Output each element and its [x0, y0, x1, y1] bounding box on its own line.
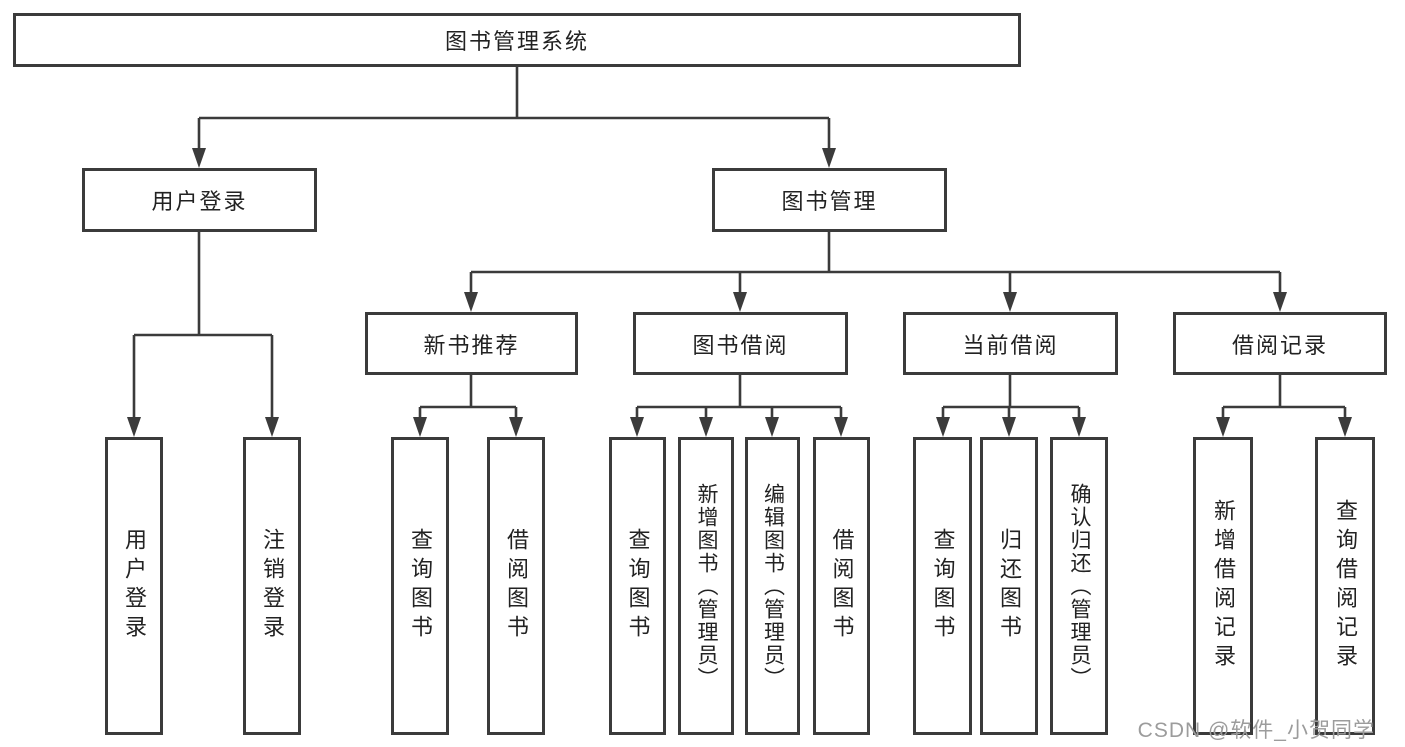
arrow-down-icon — [699, 417, 713, 437]
node-new-book-recommend: 新书推荐 — [365, 312, 578, 375]
leaf-logout: 注销登录 — [243, 437, 301, 735]
arrow-down-icon — [834, 417, 848, 437]
arrow-down-icon — [413, 417, 427, 437]
arrowhead-group — [127, 148, 1352, 437]
leaf-current-query-books: 查询图书 — [913, 437, 972, 735]
node-book-management-branch: 图书管理 — [712, 168, 947, 232]
leaf-edit-books-admin: 编辑图书（管理员） — [745, 437, 800, 735]
leaf-query-borrow-record: 查询借阅记录 — [1315, 437, 1375, 735]
arrow-down-icon — [464, 292, 478, 312]
arrow-down-icon — [1002, 417, 1016, 437]
arrow-down-icon — [1003, 292, 1017, 312]
arrow-down-icon — [733, 292, 747, 312]
connector-paths — [132, 67, 1347, 419]
arrow-down-icon — [1273, 292, 1287, 312]
node-current-borrow: 当前借阅 — [903, 312, 1118, 375]
leaf-recommend-query-books: 查询图书 — [391, 437, 449, 735]
arrow-down-icon — [509, 417, 523, 437]
arrow-down-icon — [1072, 417, 1086, 437]
leaf-recommend-borrow-books: 借阅图书 — [487, 437, 545, 735]
node-user-login-branch: 用户登录 — [82, 168, 317, 232]
leaf-return-books: 归还图书 — [980, 437, 1038, 735]
leaf-borrow-query-books: 查询图书 — [609, 437, 666, 735]
arrow-down-icon — [765, 417, 779, 437]
arrow-down-icon — [630, 417, 644, 437]
arrow-down-icon — [1338, 417, 1352, 437]
arrow-down-icon — [127, 417, 141, 437]
leaf-user-login: 用户登录 — [105, 437, 163, 735]
leaf-borrow-books: 借阅图书 — [813, 437, 870, 735]
leaf-confirm-return-admin: 确认归还（管理员） — [1050, 437, 1108, 735]
node-book-borrow: 图书借阅 — [633, 312, 848, 375]
arrow-down-icon — [936, 417, 950, 437]
arrow-down-icon — [1216, 417, 1230, 437]
node-library-system: 图书管理系统 — [13, 13, 1021, 67]
arrow-down-icon — [192, 148, 206, 168]
watermark: CSDN @软件_小贺同学 — [1137, 719, 1375, 742]
leaf-add-borrow-record: 新增借阅记录 — [1193, 437, 1253, 735]
arrow-down-icon — [822, 148, 836, 168]
arrow-down-icon — [265, 417, 279, 437]
leaf-add-books-admin: 新增图书（管理员） — [678, 437, 734, 735]
node-borrow-records: 借阅记录 — [1173, 312, 1387, 375]
